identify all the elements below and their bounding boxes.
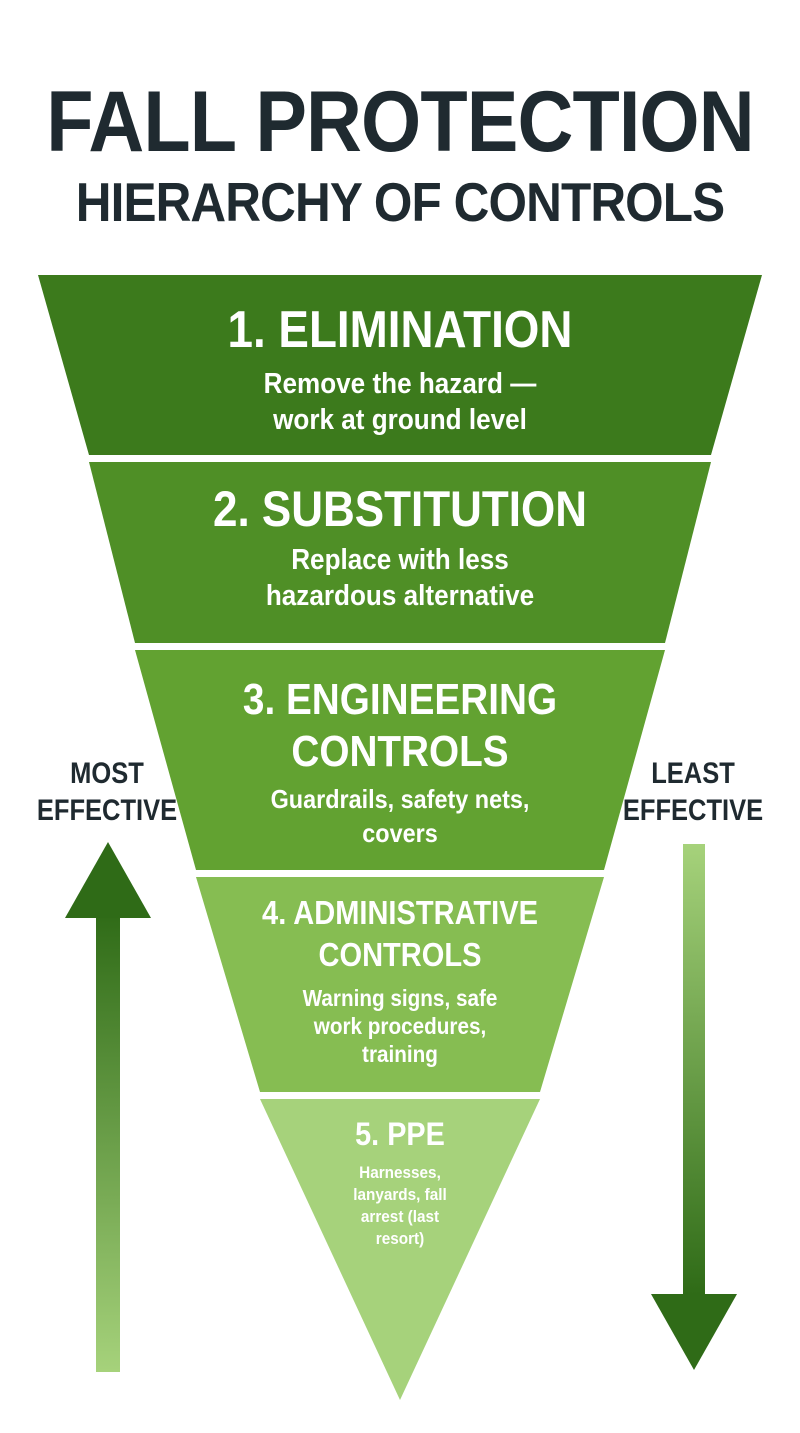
most-effective-label: MOST EFFECTIVE <box>26 755 188 829</box>
most-effective-arrow <box>65 842 151 1372</box>
tier-5-band <box>260 1099 540 1400</box>
least-effective-line-2: EFFECTIVE <box>622 794 764 827</box>
most-effective-line-2: EFFECTIVE <box>36 794 178 827</box>
tier-1-band <box>38 275 762 455</box>
tier-description: Harnesses, lanyards, fall arrest (last r… <box>353 1163 447 1248</box>
tier-5-ppe: 5. PPE Harnesses, lanyards, fall arrest … <box>0 1114 800 1250</box>
tier-description: Guardrails, safety nets, covers <box>270 784 530 848</box>
title-line-1: FALL PROTECTION <box>46 74 754 170</box>
tier-description: Warning signs, safe work procedures, tra… <box>302 985 498 1067</box>
most-effective-line-1: MOST <box>70 757 144 790</box>
tier-description: Replace with less hazardous alternative <box>265 544 535 612</box>
tier-4-administrative-controls: 4. ADMINISTRATIVE CONTROLS Warning signs… <box>0 892 800 1068</box>
tier-heading: 1. ELIMINATION <box>227 301 573 359</box>
tier-3-band <box>135 650 665 870</box>
tier-2-substitution: 2. SUBSTITUTION Replace with less hazard… <box>0 480 800 614</box>
tier-2-band <box>89 462 711 643</box>
tier-heading: 5. PPE <box>355 1116 445 1152</box>
tier-heading: 2. SUBSTITUTION <box>212 481 588 537</box>
tier-description: Remove the hazard — work at ground level <box>263 368 537 436</box>
tier-heading: 3. ENGINEERING CONTROLS <box>242 675 558 776</box>
tier-3-engineering-controls: 3. ENGINEERING CONTROLS Guardrails, safe… <box>0 674 800 850</box>
tier-4-band <box>196 877 604 1092</box>
tier-1-elimination: 1. ELIMINATION Remove the hazard — work … <box>0 300 800 438</box>
least-effective-label: LEAST EFFECTIVE <box>612 755 774 829</box>
tier-heading: 4. ADMINISTRATIVE CONTROLS <box>262 894 538 973</box>
title-line-2: HIERARCHY OF CONTROLS <box>75 171 725 233</box>
least-effective-line-1: LEAST <box>651 757 735 790</box>
least-effective-arrow <box>651 844 737 1370</box>
